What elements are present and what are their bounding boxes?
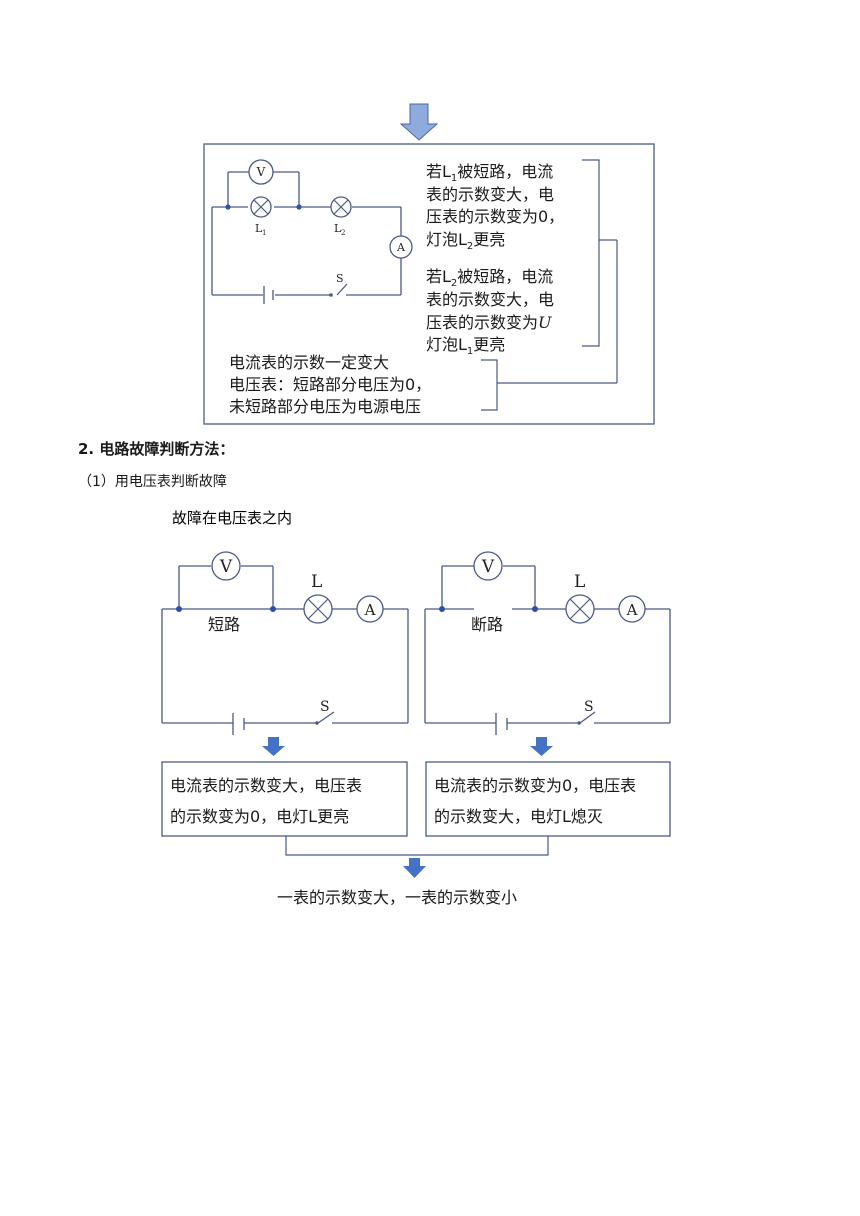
switch-contact	[315, 721, 319, 725]
right-lamp-label: L	[574, 572, 585, 592]
junction-node	[296, 204, 302, 210]
summary-line2: 电压表：短路部分电压为0，	[229, 375, 431, 394]
case2-line4: 灯泡L1更亮	[426, 335, 505, 357]
case1-line3: 压表的示数变为0，	[426, 207, 564, 226]
summary-line1: 电流表的示数一定变大	[229, 353, 389, 372]
lamp-l1-label: L	[255, 222, 263, 235]
junction-node	[176, 606, 182, 612]
bracket-lines	[481, 159, 618, 411]
down-arrow-icon	[530, 737, 553, 756]
down-arrow-icon	[262, 737, 285, 756]
left-switch-label: S	[320, 699, 330, 715]
voltmeter-icon	[248, 159, 274, 185]
conclusion-text: 一表的示数变大，一表的示数变小	[277, 888, 517, 907]
top-figure-frame	[203, 143, 655, 425]
right-ammeter-icon	[618, 595, 646, 623]
right-voltmeter-label: V	[481, 557, 495, 577]
case2-line1: 若L2被短路，电流	[426, 267, 553, 289]
left-lamp-label: L	[311, 572, 322, 592]
left-result-line2: 的示数变为0，电灯L更亮	[170, 807, 349, 826]
junction-node	[225, 204, 231, 210]
lamp-l2-label: L	[334, 222, 342, 235]
section-subheading: （1）用电压表判断故障	[78, 474, 227, 490]
case1-line2: 表的示数变大，电	[426, 185, 554, 204]
merge-bracket	[285, 836, 549, 856]
junction-node	[532, 606, 538, 612]
bottom-figure-title: 故障在电压表之内	[172, 509, 292, 527]
down-arrow-icon	[399, 103, 439, 141]
left-ammeter-label: A	[364, 601, 376, 619]
right-switch-label: S	[584, 699, 594, 715]
left-result-line1: 电流表的示数变大，电压表	[170, 776, 362, 795]
left-fault-label: 短路	[208, 615, 240, 634]
left-voltmeter-label: V	[219, 557, 233, 577]
case2-line2: 表的示数变大，电	[426, 290, 554, 309]
left-voltmeter-icon	[211, 551, 241, 581]
down-arrow-icon	[403, 858, 426, 878]
right-ammeter-label: A	[626, 601, 638, 619]
left-ammeter-icon	[356, 595, 384, 623]
summary-line3: 未短路部分电压为电源电压	[229, 397, 421, 416]
right-voltmeter-icon	[473, 551, 503, 581]
top-circuit	[211, 171, 402, 304]
right-result-line2: 的示数变大，电灯L熄灭	[434, 807, 603, 826]
voltmeter-label: V	[256, 165, 266, 179]
ammeter-label: A	[396, 241, 406, 254]
case1-line1: 若L1被短路，电流	[426, 162, 553, 184]
case1-line4: 灯泡L2更亮	[426, 230, 505, 252]
lamp-l1-subscript: 1	[262, 229, 266, 237]
junction-node	[439, 606, 445, 612]
case2-line3: 压表的示数变为U	[426, 313, 552, 332]
lamp-l2-subscript: 2	[341, 229, 345, 237]
section-heading: 2. 电路故障判断方法：	[78, 440, 235, 458]
left-result-box	[161, 761, 408, 837]
right-circuit	[424, 565, 671, 735]
ammeter-icon	[389, 235, 413, 259]
left-circuit	[161, 565, 409, 735]
switch-label: S	[336, 272, 344, 285]
right-fault-label: 断路	[471, 615, 503, 634]
switch-contact	[577, 721, 581, 725]
right-result-line1: 电流表的示数变为0，电压表	[434, 776, 636, 795]
right-result-box	[425, 761, 671, 837]
junction-node	[270, 606, 276, 612]
switch-contact	[329, 293, 333, 297]
